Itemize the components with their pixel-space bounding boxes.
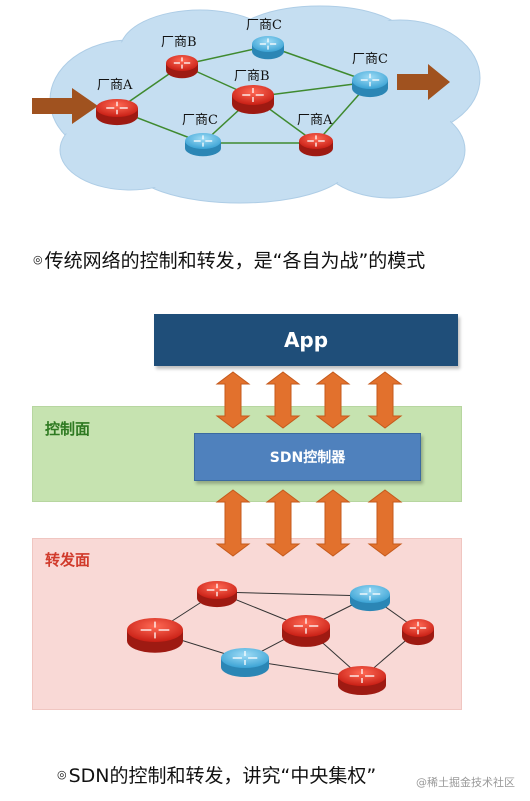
double-arrow-icon [215, 489, 251, 557]
caption-bullet-icon: ◎ [33, 253, 43, 266]
router-icon [252, 36, 284, 60]
router-icon [338, 666, 386, 695]
double-arrow-icon [315, 489, 351, 557]
double-arrow-icon [265, 489, 301, 557]
outbound-arrow [397, 64, 450, 100]
sdn-controller-label: SDN控制器 [269, 450, 346, 466]
router-icon [352, 71, 388, 98]
router-icon [185, 133, 221, 157]
router-icon [282, 615, 330, 647]
sdn-overlay [127, 371, 434, 695]
caption-text: SDN的控制和转发，讲究“中央集权” [68, 765, 377, 787]
forwarding-plane-label: 转发面 [45, 551, 91, 569]
router-label: 厂商A [97, 78, 133, 93]
double-arrow-icon [367, 489, 403, 557]
sdn-controller-box: SDN控制器 [194, 433, 421, 481]
router-label: 厂商C [246, 18, 282, 33]
router-icon [197, 581, 237, 608]
caption-bullet-icon: ◎ [57, 768, 67, 781]
router-icon [96, 99, 138, 126]
router-label: 厂商A [297, 113, 333, 128]
control-plane-label: 控制面 [45, 420, 91, 438]
router-label: 厂商C [182, 113, 218, 128]
traditional-network-diagram: 厂商A 厂商B 厂商C 厂商B 厂商C 厂商A 厂商C [32, 5, 481, 204]
router-icon [232, 85, 274, 114]
router-icon [402, 619, 434, 646]
traditional-caption: ◎传统网络的控制和转发，是“各自为战”的模式 [33, 246, 425, 273]
sdn-caption: ◎SDN的控制和转发，讲究“中央集权” [57, 761, 376, 788]
router-icon [350, 585, 390, 612]
router-icon [166, 55, 198, 79]
app-label: App [283, 328, 329, 352]
caption-text: 传统网络的控制和转发，是“各自为战”的模式 [44, 250, 426, 272]
router-label: 厂商C [352, 52, 388, 67]
double-arrow-icon [315, 371, 351, 429]
forwarding-plane-band [32, 538, 462, 710]
double-arrow-icon [265, 371, 301, 429]
double-arrow-icon [215, 371, 251, 429]
app-box: App [154, 314, 458, 366]
double-arrow-icon [367, 371, 403, 429]
inbound-arrow [32, 88, 98, 124]
router-label: 厂商B [234, 69, 270, 84]
watermark: @稀土掘金技术社区 [416, 776, 515, 789]
router-icon [299, 133, 333, 157]
router-icon [221, 648, 269, 677]
router-label: 厂商B [161, 35, 197, 50]
router-icon [127, 618, 183, 653]
